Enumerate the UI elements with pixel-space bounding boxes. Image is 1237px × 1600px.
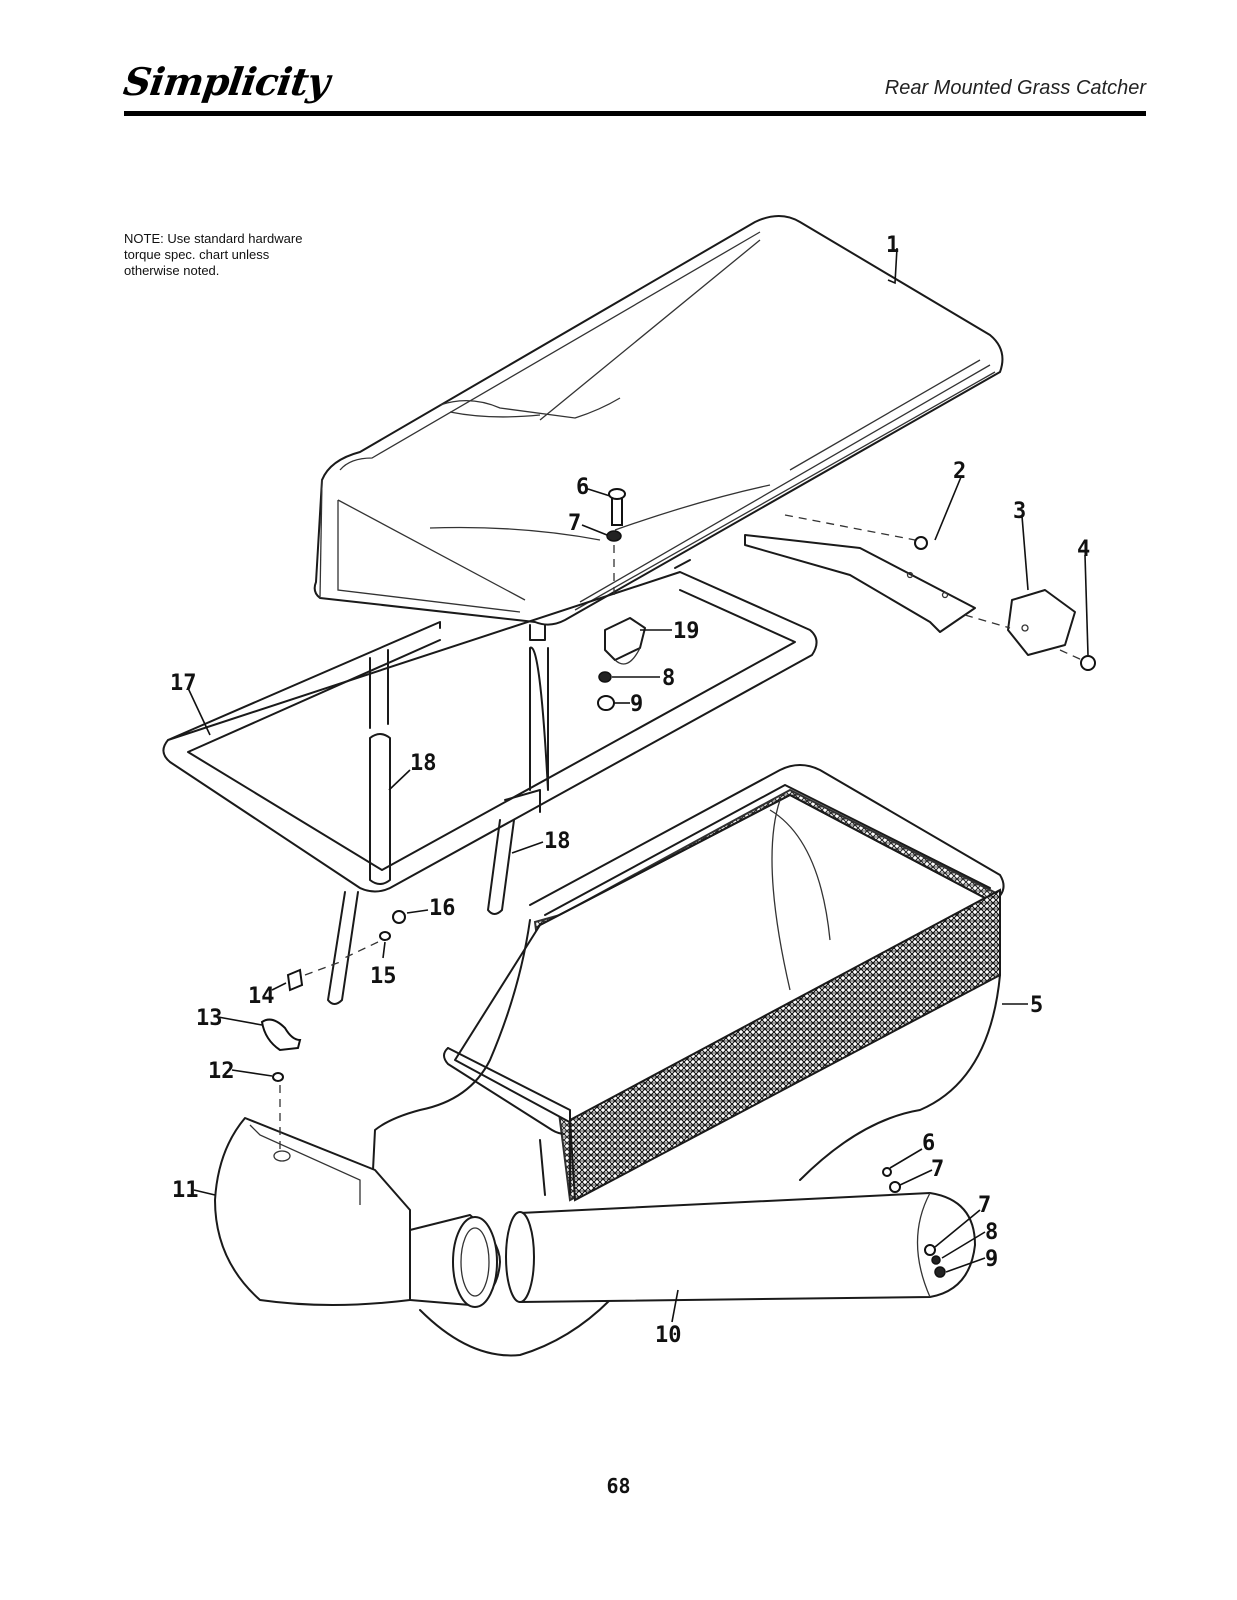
callout-17: 17 [170,671,197,696]
cover-lid [313,215,1004,641]
chute-adapter [214,1117,611,1357]
hardware [260,488,1096,1278]
mounting-brackets [744,514,1083,661]
callout-15: 15 [370,964,397,989]
torque-note: NOTE: Use standard hardware torque spec.… [124,231,303,278]
callout-9-upper: 9 [630,692,643,717]
callout-18-right: 18 [544,829,571,854]
callout-1: 1 [886,233,899,258]
callout-10: 10 [655,1323,682,1348]
leader-lines [187,247,1089,1323]
page-header: Simplicity Rear Mounted Grass Catcher [121,55,1146,117]
latch-bracket [604,617,646,665]
callout-6-upper: 6 [576,475,589,500]
callout-7-upper: 7 [568,511,581,536]
callout-2: 2 [953,459,966,484]
callout-3: 3 [1013,499,1026,524]
callout-9-lower: 9 [985,1247,998,1272]
callout-13: 13 [196,1006,223,1031]
upright-tubes [327,646,549,1005]
callout-18-left: 18 [410,751,437,776]
callout-labels: 1 2 3 4 5 6 7 8 9 6 7 7 8 9 10 11 12 13 … [170,233,1090,1348]
callout-6-lower: 6 [922,1131,935,1156]
callout-19: 19 [673,619,700,644]
callout-8-lower: 8 [985,1220,998,1245]
page-number: 68 [606,1474,631,1498]
header-rule [124,111,1146,116]
document-title: Rear Mounted Grass Catcher [884,77,1146,99]
frame [162,559,818,893]
callout-7-lower-b: 7 [978,1193,991,1218]
callout-4: 4 [1077,537,1090,562]
discharge-tube [505,1192,976,1303]
callout-11: 11 [172,1178,199,1203]
callout-8-upper: 8 [662,666,675,691]
callout-7-lower-a: 7 [931,1157,944,1182]
callout-16: 16 [429,896,456,921]
callout-5: 5 [1030,993,1043,1018]
callout-12: 12 [208,1059,235,1084]
callout-14: 14 [248,984,275,1009]
grass-bag [371,764,1005,1202]
